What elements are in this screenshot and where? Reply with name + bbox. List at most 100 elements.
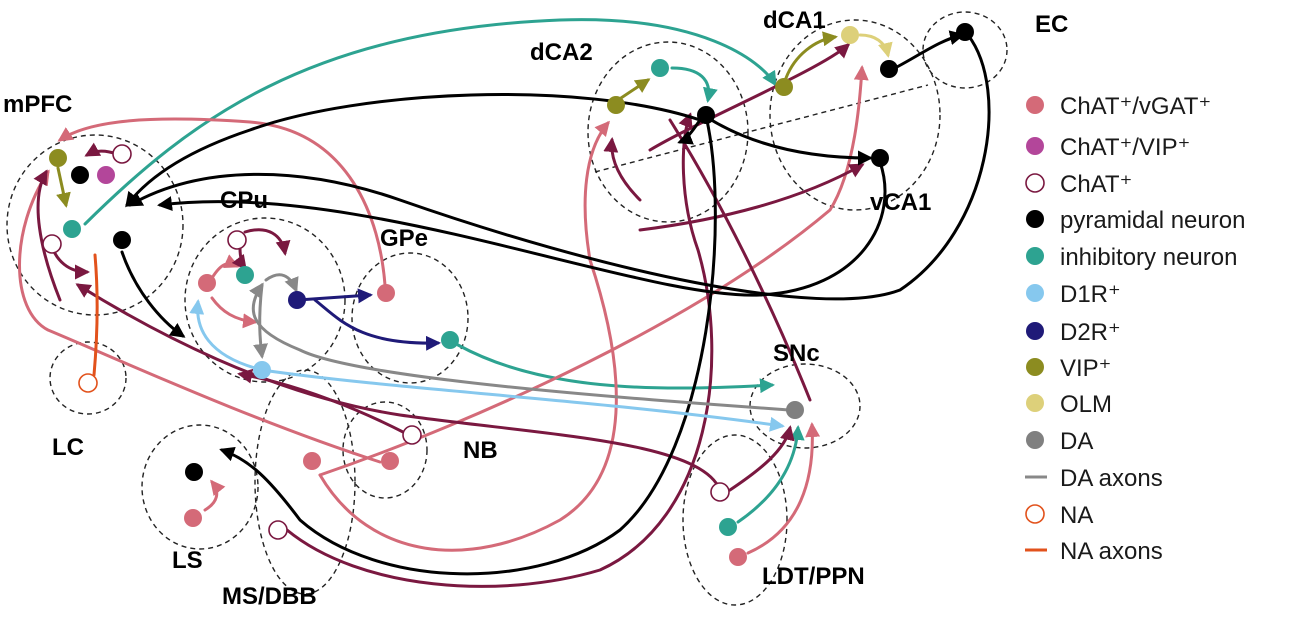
legend-swatch-na: [1025, 504, 1045, 524]
mpfc-vip-neuron: [49, 149, 67, 167]
local-dca2-vip: [616, 78, 651, 102]
label-nb: NB: [463, 437, 498, 464]
axon-dca1-to-ec: [893, 30, 965, 70]
connections: [18, 18, 991, 588]
ldt-chat-vgat-neuron: [729, 548, 747, 566]
neurons: [42, 23, 974, 566]
legend-label-inhibitory: inhibitory neuron: [1060, 244, 1237, 271]
cpu-chat-vgat-neuron: [198, 274, 216, 292]
label-ldtppn: LDT/PPN: [762, 563, 865, 590]
da-axon-snc-to-cpu: [249, 282, 792, 412]
axon-cpu-d2r-to-gpe: [296, 288, 373, 304]
msdbb-chat-neuron: [268, 520, 288, 540]
legend-swatch-chat: [1025, 173, 1045, 193]
cpu-d1r-neuron: [253, 361, 271, 379]
local-mpfc-maroon-long: [33, 169, 62, 302]
ls-region: [141, 424, 259, 550]
legend-swatch-olm: [1026, 394, 1044, 412]
axon-gpe-to-mpfc: [57, 117, 387, 287]
local-dca2-maroon: [603, 137, 642, 202]
legend-swatch-chat-vgat: [1026, 96, 1044, 114]
axon-mpfc-pyramidal-to-cpu: [120, 250, 186, 338]
local-cpu-pink-2: [210, 296, 258, 329]
axon-msdbb-to-dca2: [318, 120, 618, 552]
mpfc-chat-neuron-2: [42, 234, 62, 254]
label-dca1: dCA1: [763, 7, 826, 34]
dca2-vip-neuron: [607, 96, 625, 114]
mpfc-chat-neuron: [112, 144, 132, 164]
mpfc-region: [6, 134, 184, 316]
msdbb-region: [254, 369, 356, 595]
local-mpfc-vip: [56, 166, 71, 208]
nb-chat-vgat-neuron: [381, 452, 399, 470]
gpe-chat-vgat-neuron: [377, 284, 395, 302]
da-axon-cpu-branch: [264, 273, 299, 293]
lc-na-neuron: [78, 373, 98, 393]
gpe-region: [351, 252, 469, 384]
dca2-pyramidal-neuron: [697, 106, 715, 124]
legend-label-vip: VIP⁺: [1060, 355, 1111, 382]
legend-label-da: DA: [1060, 428, 1093, 455]
axon-msdbb-to-dca1: [318, 65, 869, 477]
local-dca2-teal: [670, 66, 718, 103]
legend-swatch-pyramidal: [1026, 210, 1044, 228]
legend-label-na: NA: [1060, 502, 1093, 529]
snc-da-neuron: [786, 401, 804, 419]
mpfc-inhibitory-neuron: [63, 220, 81, 238]
legend-label-da-axons: DA axons: [1060, 465, 1163, 492]
axon-vca1-to-mpfc: [157, 160, 887, 297]
hippocampus-divider: [594, 84, 929, 173]
region-outlines: [6, 11, 1008, 606]
axon-msdbb-chat-to-dca1: [648, 43, 851, 152]
cpu-region: [184, 217, 346, 383]
dca1-region: [769, 19, 941, 211]
legend-label-chat-vgat: ChAT⁺/vGAT⁺: [1060, 93, 1211, 120]
dca1-pyramidal-neuron: [880, 60, 898, 78]
axon-ldt-chat-to-snc: [728, 425, 795, 492]
dca2-region: [587, 41, 749, 223]
legend-swatch-chat-vip: [1026, 137, 1044, 155]
dca2-inhibitory-neuron: [651, 59, 669, 77]
legend-label-chat-vip: ChAT⁺/VIP⁺: [1060, 134, 1190, 161]
axon-dca2-to-mpfc: [125, 93, 702, 208]
axon-gpe-to-snc: [456, 343, 775, 394]
mpfc-pyramidal-neuron-2: [113, 231, 131, 249]
region-labels: mPFC CPu GPe LC LS MS/DBB NB SNc LDT/PPN…: [3, 7, 1068, 610]
legend-swatch-da: [1026, 431, 1044, 449]
vca1-pyramidal-neuron: [871, 149, 889, 167]
legend-label-d2r: D2R⁺: [1060, 319, 1121, 346]
axon-mpfc-inhibitory-to-dca1: [83, 18, 777, 226]
local-dca1-olm: [858, 33, 893, 58]
axon-cpu-d1r-to-snc: [260, 368, 785, 432]
axon-ldt-chat-vgat-to-snc: [746, 422, 821, 555]
gpe-inhibitory-neuron: [441, 331, 459, 349]
axon-ldt-chat-to-mpfc: [75, 283, 722, 492]
ldt-chat-neuron: [710, 482, 730, 502]
ls-chat-vgat-neuron: [184, 509, 202, 527]
lc-region: [49, 341, 127, 415]
label-gpe: GPe: [380, 225, 428, 252]
axon-cpu-d2r-to-gpe-inhibitory: [313, 298, 441, 351]
nb-chat-neuron: [402, 425, 422, 445]
mpfc-pyramidal-neuron-1: [71, 166, 89, 184]
local-cpu-pink-1: [210, 254, 240, 280]
axon-ec-to-mpfc: [127, 33, 991, 301]
legend-label-d1r: D1R⁺: [1060, 281, 1121, 308]
legend-label-olm: OLM: [1060, 391, 1112, 418]
local-cpu-chat-maroon: [243, 228, 291, 256]
legend-swatch-d2r: [1026, 322, 1044, 340]
local-dca1-black: [677, 118, 702, 145]
ec-region: [922, 11, 1008, 89]
local-ls-pink: [203, 479, 226, 512]
ec-pyramidal-neuron: [956, 23, 974, 41]
label-snc: SNc: [773, 340, 820, 367]
legend: ChAT⁺/vGAT⁺ ChAT⁺/VIP⁺ ChAT⁺ pyramidal n…: [1025, 93, 1245, 565]
na-axon-lc-to-mpfc: [92, 253, 99, 377]
legend-label-pyramidal: pyramidal neuron: [1060, 207, 1245, 234]
ldt-inhibitory-neuron: [719, 518, 737, 536]
label-mpfc: mPFC: [3, 91, 72, 118]
local-dca1-vip: [784, 31, 838, 80]
label-vca1: vCA1: [870, 189, 931, 216]
da-axon-cpu-d1r: [253, 283, 268, 359]
